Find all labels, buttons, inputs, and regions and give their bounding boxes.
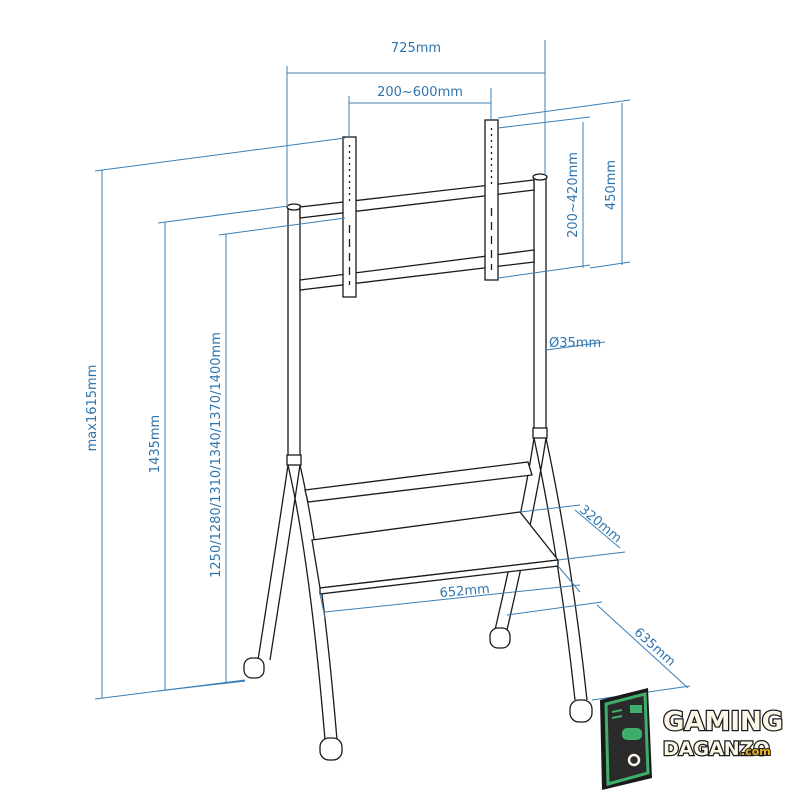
- label-base-depth: 635mm: [631, 625, 678, 670]
- label-vesa-horizontal: 200~600mm: [377, 85, 463, 100]
- bracket-holes: [348, 128, 493, 285]
- label-shelf-width: 652mm: [439, 582, 490, 601]
- upper-shelf: [304, 461, 533, 503]
- caster: [489, 627, 511, 649]
- label-max-height: max1615mm: [85, 365, 100, 452]
- lower-crossbar: [299, 249, 535, 291]
- label-shelf-depth: 320mm: [576, 502, 624, 546]
- dimension-lines: [94, 40, 691, 701]
- caster: [243, 657, 265, 679]
- right-collar: [532, 427, 548, 439]
- right-post-cap: [532, 173, 548, 181]
- left-post: [287, 206, 301, 463]
- label-vesa-vertical: 200~420mm: [566, 152, 581, 238]
- tv-stand: [243, 119, 593, 761]
- gamepad-icon: [622, 728, 642, 740]
- logo-daganzo: DAGANZO: [663, 738, 770, 760]
- left-collar: [286, 454, 302, 466]
- left-post-cap: [286, 203, 302, 211]
- caster: [319, 737, 343, 761]
- label-post-height: 1435mm: [148, 415, 163, 473]
- label-overall-width: 725mm: [391, 41, 441, 56]
- casters: [243, 627, 593, 761]
- right-post: [533, 176, 547, 436]
- logo-gaming: GAMING: [663, 707, 783, 737]
- label-tube-diameter: Ø35mm: [549, 336, 601, 351]
- caster: [569, 699, 593, 723]
- logo-com: .com: [741, 745, 771, 758]
- label-bracket-height: 450mm: [604, 160, 619, 210]
- upper-crossbar: [299, 179, 535, 219]
- gaming-daganzo-logo: GAMING DAGANZO .com: [600, 688, 784, 790]
- label-center-heights: 1250/1280/1310/1340/1370/1400mm: [209, 332, 224, 578]
